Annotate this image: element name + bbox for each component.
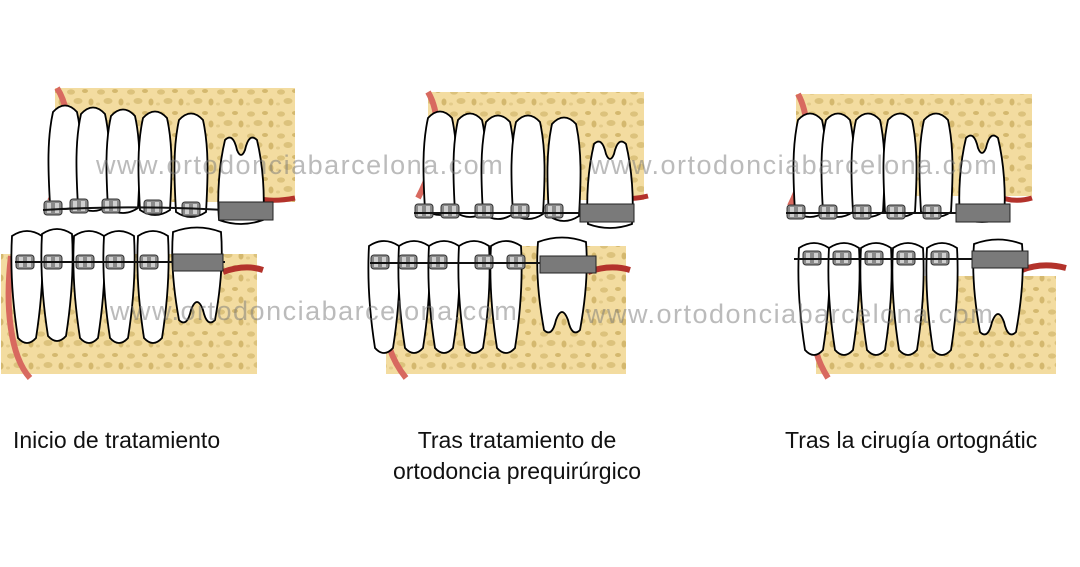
stage-2-illustration: [358, 86, 649, 382]
stage-3-illustration: [776, 86, 1067, 382]
lower-molar-band: [172, 253, 224, 272]
lower-gum-right: [221, 264, 264, 275]
caption-stage-2: Tras tratamiento de ortodoncia prequirúr…: [372, 425, 662, 487]
lower-molar-band: [539, 255, 597, 274]
watermark-text: www.ortodonciabarcelona.com: [110, 296, 519, 326]
watermark-text: www.ortodonciabarcelona.com: [586, 299, 995, 329]
upper-molar-band: [218, 201, 274, 221]
caption-stage-2-line-2: ortodoncia prequirúrgico: [392, 458, 642, 484]
lower-gum-right: [1020, 262, 1067, 273]
caption-stage-3: Tras la cirugía ortognátic: [785, 427, 1038, 453]
caption-stage-1: Inicio de tratamiento: [13, 427, 221, 453]
upper-molar-band: [955, 203, 1011, 223]
upper-molar-band: [579, 203, 635, 223]
stage-1-illustration: [1, 86, 296, 382]
watermark-text: www.ortodonciabarcelona.com: [590, 150, 999, 180]
lower-lip-gum: [5, 255, 33, 381]
caption-stage-2-line-1: Tras tratamiento de: [417, 427, 617, 453]
lower-molar-band: [971, 250, 1029, 269]
watermark-text: www.ortodonciabarcelona.com: [96, 150, 505, 180]
